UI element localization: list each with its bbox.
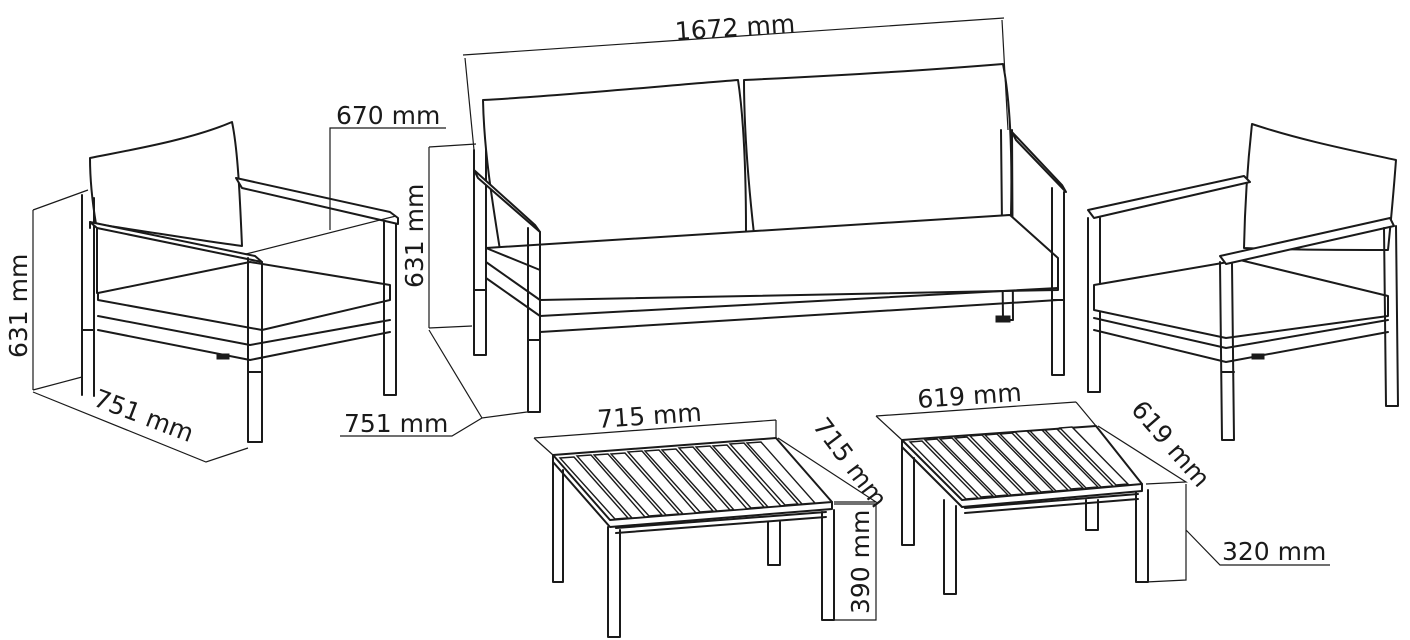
sofa-width-label: 1672 mm — [674, 9, 796, 46]
sofa-height-label: 631 mm — [400, 184, 429, 288]
sofa — [473, 63, 1067, 413]
small-table-height-label: 320 mm — [1222, 537, 1326, 566]
sofa-depth-label: 751 mm — [344, 409, 448, 438]
left-armchair-height-label: 631 mm — [4, 254, 33, 358]
large-coffee-table — [552, 437, 835, 638]
large-table-width-label: 715 mm — [596, 398, 702, 434]
small-table-width-label: 619 mm — [916, 378, 1022, 414]
large-table-slats — [558, 441, 817, 520]
small-coffee-table — [901, 425, 1149, 595]
small-table-depth-label: 619 mm — [1125, 395, 1215, 493]
armchair-width-label: 670 mm — [336, 101, 440, 130]
left-armchair-depth-label: 751 mm — [90, 384, 198, 448]
small-table-slats — [908, 426, 1130, 500]
left-armchair — [81, 121, 399, 443]
large-table-height-label: 390 mm — [846, 510, 875, 614]
right-armchair — [1087, 123, 1399, 441]
